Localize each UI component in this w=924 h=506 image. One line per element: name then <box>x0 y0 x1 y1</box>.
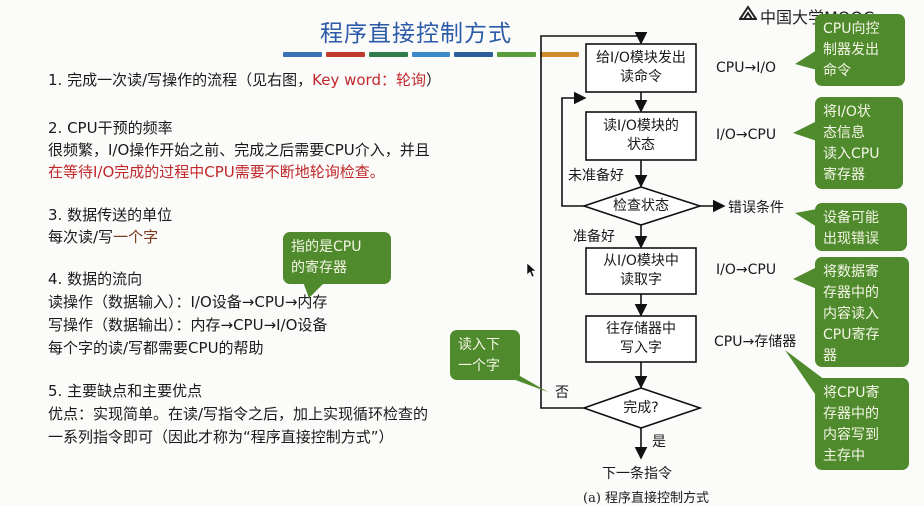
callout-tail <box>303 282 325 298</box>
point-5-line-2: 一系列指令即可（因此才称为“程序直接控制方式”） <box>48 428 394 446</box>
diamond-done-label: 完成? <box>594 399 688 418</box>
callout-cpu-to-memory-text: 将CPU寄 存器中的 内容写到 主存中 <box>823 385 880 464</box>
box-write-memory-label: 往存储器中 写入字 <box>586 320 696 358</box>
stripe <box>454 52 494 57</box>
note-yes: 是 <box>652 434 666 450</box>
point-2-line-1: 很频繁，I/O操作开始之前、完成之后需要CPU介入，并且 <box>48 141 430 159</box>
point-2: 2. CPU干预的频率 很频繁，I/O操作开始之前、完成之后需要CPU介入，并且… <box>48 117 430 183</box>
stripe <box>411 52 451 57</box>
box-write-memory <box>585 315 697 363</box>
point-4-heading: 4. 数据的流向 <box>48 270 143 288</box>
callout-data-to-cpu-text: 将数据寄 存器中的 内容读入 CPU寄存 器 <box>823 264 880 364</box>
stripe <box>540 52 580 57</box>
mooc-logo-icon <box>739 5 757 20</box>
side-label-cpu-io: CPU→I/O <box>716 60 777 76</box>
point-4: 4. 数据的流向 读操作（数据输入）：I/O设备→CPU→内存 写操作（数据输出… <box>48 268 327 360</box>
point-4-each: 每个字的读/写都需要CPU的帮助 <box>48 339 264 357</box>
point-3: 3. 数据传送的单位 每次读/写一个字 <box>48 204 172 248</box>
side-label-io-cpu: I/O→CPU <box>716 127 777 143</box>
point-4-read: 读操作（数据输入）：I/O设备→CPU→内存 <box>48 293 328 311</box>
callout-status-to-cpu: 将I/O状 态信息 读入CPU 寄存器 <box>793 97 903 189</box>
diamond-done-text: 完成? <box>623 400 659 416</box>
callout-read-next-word: 读入下 一个字 <box>450 330 548 392</box>
note-ready: 准备好 <box>573 229 615 245</box>
box-issue-read-text: 给I/O模块发出 读命令 <box>596 50 686 85</box>
point-5-heading: 5. 主要缺点和主要优点 <box>48 382 203 400</box>
stripe <box>368 52 408 57</box>
note-no: 否 <box>555 385 569 401</box>
note-not-ready: 未准备好 <box>568 168 624 184</box>
callout-tail <box>510 364 548 392</box>
diamond-check-status-label: 检查状态 <box>594 197 688 216</box>
stripe <box>283 52 322 57</box>
box-write-memory-text: 往存储器中 写入字 <box>606 321 676 356</box>
box-read-status-label: 读I/O模块的 状态 <box>586 117 696 155</box>
point-1-suffix: ） <box>425 71 441 89</box>
side-label-io-cpu-2: I/O→CPU <box>716 262 777 278</box>
point-5-line-1: 优点：实现简单。在读/写指令之后，加上实现循环检查的 <box>48 405 429 423</box>
box-read-word-text: 从I/O模块中 读取字 <box>603 253 679 288</box>
point-3-heading: 3. 数据传送的单位 <box>48 206 173 224</box>
mouse-cursor-icon <box>527 263 537 277</box>
slide-title: 程序直接控制方式 <box>320 21 512 47</box>
callout-cpu-command-text: CPU向控 制器发出 命令 <box>823 21 880 79</box>
point-1-text: 1. 完成一次读/写操作的流程（见右图， <box>48 71 313 89</box>
callout-read-next-text: 读入下 一个字 <box>458 337 500 374</box>
callout-tail <box>795 50 817 70</box>
stripe <box>497 52 537 57</box>
callout-cpu-register: 指的是CPU 的寄存器 <box>283 232 391 298</box>
callout-device-error: 设备可能 出现错误 <box>795 203 907 251</box>
point-2-heading: 2. CPU干预的频率 <box>48 119 173 137</box>
stripe <box>325 52 365 57</box>
box-read-status-text: 读I/O模块的 状态 <box>603 118 679 153</box>
title-underline <box>283 52 580 57</box>
keyword-polling: Key word：轮询 <box>312 71 426 89</box>
callout-device-error-text: 设备可能 出现错误 <box>823 210 879 247</box>
callout-tail <box>793 121 817 141</box>
callout-tail <box>795 209 817 227</box>
callout-cpu-to-memory: 将CPU寄 存器中的 内容写到 主存中 <box>785 350 909 470</box>
point-1: 1. 完成一次读/写操作的流程（见右图，Key word：轮询） <box>48 69 441 91</box>
callout-data-to-cpu: 将数据寄 存器中的 内容读入 CPU寄存 器 <box>793 257 909 367</box>
callout-cpu-register-text: 指的是CPU 的寄存器 <box>291 239 362 276</box>
callout-tail <box>785 350 825 394</box>
point-5: 5. 主要缺点和主要优点 优点：实现简单。在读/写指令之后，加上实现循环检查的 … <box>48 380 428 449</box>
note-next-instruction: 下一条指令 <box>602 466 672 482</box>
box-read-status <box>585 111 697 161</box>
box-read-word-label: 从I/O模块中 读取字 <box>586 252 696 290</box>
callout-cpu-command: CPU向控 制器发出 命令 <box>795 14 905 86</box>
diamond-check-status-text: 检查状态 <box>613 198 669 214</box>
callout-status-to-cpu-text: 将I/O状 态信息 读入CPU 寄存器 <box>823 104 880 183</box>
point-4-write: 写操作（数据输出）：内存→CPU→I/O设备 <box>48 316 328 334</box>
point-2-line-2: 在等待I/O完成的过程中CPU需要不断地轮询检查。 <box>48 163 385 181</box>
figure-caption: (a) 程序直接控制方式 <box>583 491 710 506</box>
box-issue-read <box>585 43 697 93</box>
callout-tail <box>793 267 817 289</box>
side-label-cpu-memory: CPU→存储器 <box>714 334 797 350</box>
side-label-error: 错误条件 <box>728 200 784 216</box>
box-issue-read-label: 给I/O模块发出 读命令 <box>586 49 696 87</box>
point-3-highlight: 一个字 <box>113 228 159 246</box>
point-3-text: 每次读/写 <box>48 228 114 246</box>
